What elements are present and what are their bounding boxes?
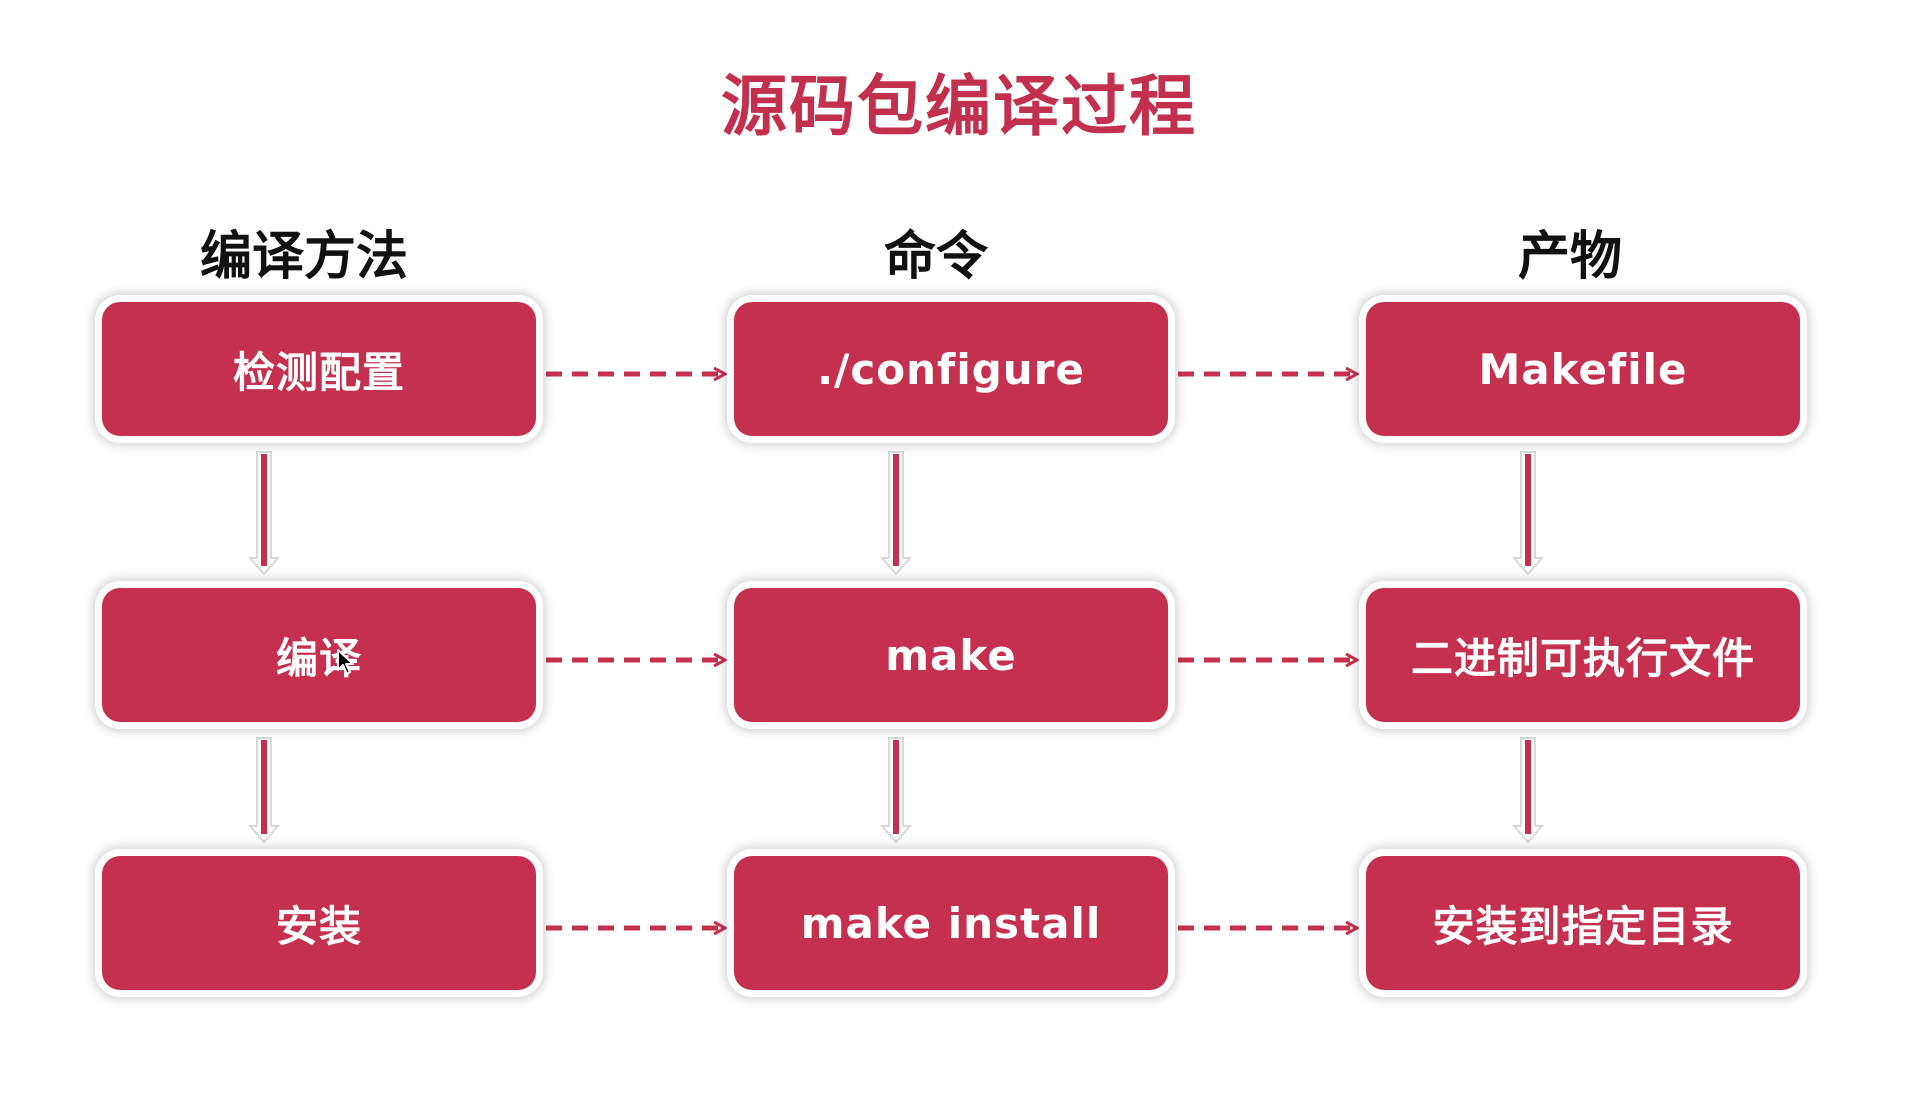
- down-arrow-col1-row1: [247, 451, 281, 576]
- down-arrow-col3-row1: [1511, 451, 1545, 576]
- method-box-compile: 编译: [102, 588, 536, 722]
- down-arrow-col1-row2: [247, 737, 281, 844]
- down-arrow-col3-row2: [1511, 737, 1545, 844]
- product-box-binary: 二进制可执行文件: [1366, 588, 1800, 722]
- column-header-command: 命令: [883, 227, 988, 287]
- column-header-product: 产物: [1517, 227, 1622, 287]
- down-arrow-col2-row2: [879, 737, 913, 844]
- method-box-configure: 检测配置: [102, 302, 536, 436]
- command-box-make-install: make install: [734, 856, 1168, 990]
- mouse-cursor-icon: [337, 649, 354, 675]
- down-arrow-col2-row1: [879, 451, 913, 576]
- diagram-title: 源码包编译过程: [721, 68, 1197, 145]
- product-box-makefile: Makefile: [1366, 302, 1800, 436]
- product-box-install-dir: 安装到指定目录: [1366, 856, 1800, 990]
- column-header-method: 编译方法: [199, 227, 408, 287]
- command-box-configure: ./configure: [734, 302, 1168, 436]
- method-box-install: 安装: [102, 856, 536, 990]
- command-box-make: make: [734, 588, 1168, 722]
